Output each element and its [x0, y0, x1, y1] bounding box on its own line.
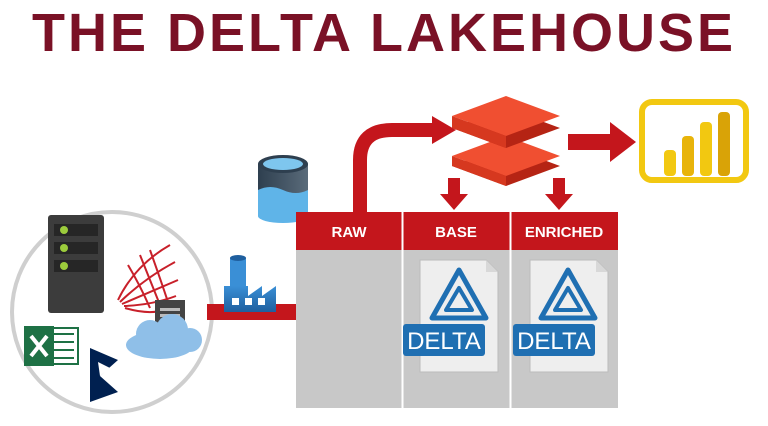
- delta-logo-base: DELTA: [403, 259, 499, 373]
- databricks-icon: [452, 96, 560, 186]
- dynamics-icon: [90, 348, 118, 402]
- zone-label-raw: RAW: [332, 224, 368, 241]
- raw-to-compute-arrow: [353, 116, 456, 212]
- compute-to-enriched-arrow: [545, 178, 573, 210]
- delta-logo-enriched: DELTA: [513, 259, 609, 373]
- server-icon: [48, 215, 104, 313]
- data-sources-group: [10, 210, 214, 414]
- zone-raw: RAW: [296, 212, 402, 408]
- power-bi-icon: [639, 99, 749, 183]
- compute-to-base-arrow: [440, 178, 468, 210]
- zone-label-base: BASE: [435, 224, 477, 241]
- delta-triangle-icon: [429, 267, 489, 321]
- zone-label-enriched: ENRICHED: [525, 224, 604, 241]
- database-icon: [258, 155, 308, 223]
- delta-triangle-icon: [538, 267, 598, 321]
- excel-icon: [24, 326, 79, 366]
- page-title: THE DELTA LAKEHOUSE: [32, 3, 736, 63]
- data-factory-icon: [224, 255, 276, 312]
- delta-logo-text: DELTA: [407, 328, 481, 355]
- cloud-icon: [126, 314, 202, 359]
- delta-logo-text: DELTA: [517, 328, 591, 355]
- compute-to-report-arrow: [568, 122, 636, 162]
